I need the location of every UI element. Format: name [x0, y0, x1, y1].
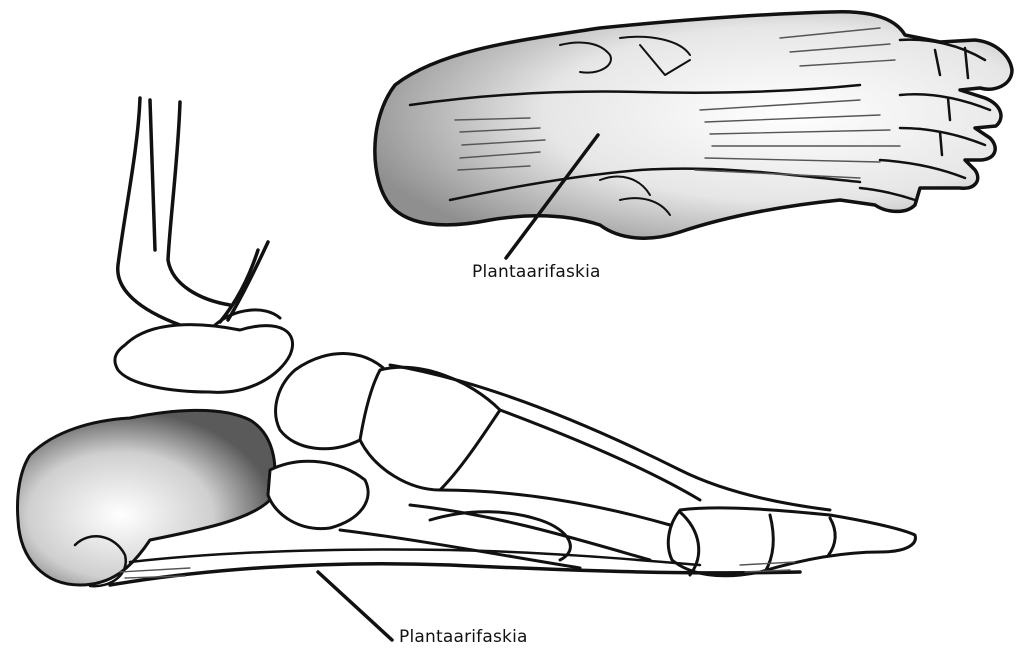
metatarsal-line-2: [440, 490, 670, 525]
cuboid-bone: [268, 461, 368, 528]
plantar-foot-view: [375, 12, 1012, 238]
toe-outline: [668, 508, 915, 576]
talus-dome: [215, 310, 280, 325]
plantar-fascia-label-bottom: Plantaarifaskia: [399, 627, 528, 647]
pointer-line-bottom: [318, 572, 392, 640]
plantar-foot-outline: [375, 12, 1012, 238]
metatarsal-line-1: [500, 410, 700, 500]
plantar-fascia-label-top: Plantaarifaskia: [472, 262, 601, 282]
talus-bone: [115, 325, 293, 393]
lower-leg-bones: [118, 98, 268, 325]
calcaneus-bone: [18, 410, 275, 585]
